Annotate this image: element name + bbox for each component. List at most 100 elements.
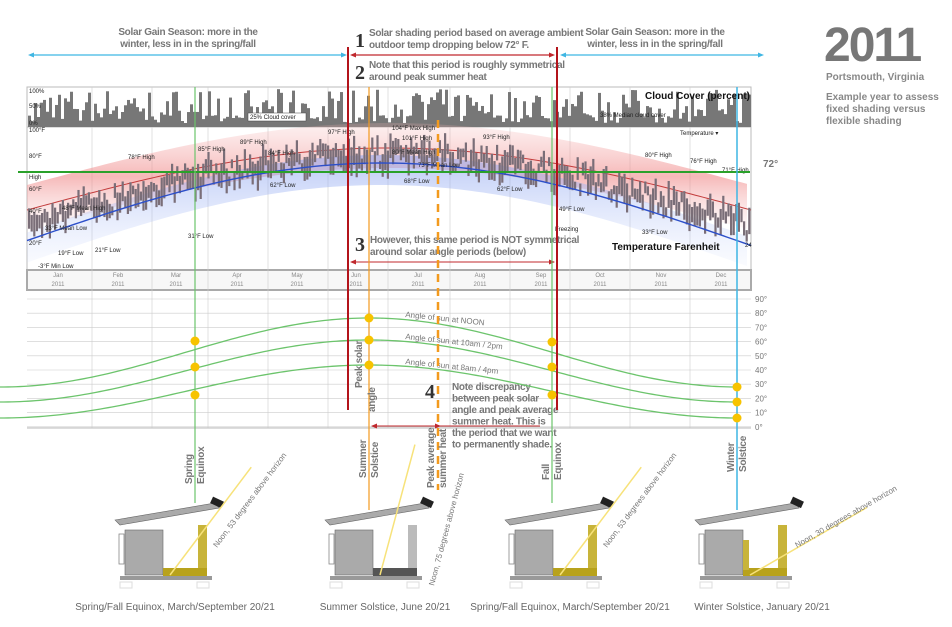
temp-bar [355, 153, 358, 178]
cloud-bar [511, 121, 514, 127]
month-year: 2011 [52, 282, 66, 288]
temp-bar [98, 190, 101, 218]
cloud-bar [82, 110, 85, 127]
temp-bar [657, 202, 660, 214]
temp-bar [597, 173, 600, 187]
cloud-bar [475, 102, 478, 127]
temp-bar [28, 208, 31, 229]
cloud-bar [379, 115, 382, 127]
cloud-bar [535, 95, 538, 127]
temp-bar [126, 190, 129, 214]
temp-bar [678, 201, 681, 216]
cloud-bar [88, 92, 91, 127]
description-text: Example year to assess fixed shading ver… [826, 92, 939, 127]
cloud-bar [40, 102, 43, 127]
section-drawing: Noon, 53 degrees above horizonSpring/Fal… [75, 451, 288, 613]
temp-bar [654, 178, 657, 201]
temp-bar [688, 204, 691, 232]
sun-curve-label: Angle of sun at 8am / 4pm [405, 357, 499, 376]
cloud-bar [517, 122, 520, 127]
cloud-bar [394, 104, 397, 127]
temp-bar [67, 202, 70, 219]
temp-bar [631, 177, 634, 197]
temp-bar [628, 195, 631, 205]
cloud-bar [406, 116, 409, 127]
cloud-bar [358, 117, 361, 127]
cloud-bar [76, 109, 79, 127]
cloud-bar [172, 92, 175, 127]
cloud-bar [328, 91, 331, 127]
temp-bar [410, 137, 413, 155]
cloud-bar [436, 92, 439, 127]
temp-bar [545, 169, 548, 183]
temp-bar [412, 146, 415, 169]
temp-bar [626, 183, 629, 213]
cloud-bar [202, 119, 205, 127]
temp-bar [316, 145, 319, 156]
temp-bar [173, 176, 176, 203]
temp-bar [113, 183, 116, 198]
cloud-bar [622, 94, 625, 127]
cloud-bar [679, 118, 682, 127]
cloud-bar [583, 113, 586, 127]
cloud-bar [292, 90, 295, 127]
solar-gain-right-line2: winter, less in in the spring/fall [586, 39, 723, 50]
cloud-bar [319, 121, 322, 127]
note-2-line2: around peak summer heat [369, 72, 488, 83]
temp-bar [623, 173, 626, 203]
sun-ray [559, 466, 642, 576]
temp-bar [568, 170, 571, 190]
temp-bar [197, 163, 200, 191]
temp-bar [87, 192, 90, 205]
temp-bar [527, 161, 530, 189]
cloud-bar [520, 118, 523, 127]
temp-bar [150, 181, 153, 203]
cloud-bar [73, 108, 76, 127]
cloud-bar [709, 92, 712, 127]
temp-bar [314, 154, 317, 163]
temp-bar [613, 185, 616, 195]
cloud-bar [586, 114, 589, 127]
cloud-bar [616, 122, 619, 127]
peak-heat-label-1: Peak average [426, 427, 437, 488]
sun-ray-label: Noon, 53 degrees above horizon [211, 451, 288, 549]
cloud-bar [484, 113, 487, 127]
cloud-bar [241, 117, 244, 127]
temp-bar [652, 188, 655, 215]
temp-bar [602, 168, 605, 192]
temp-bar [48, 217, 51, 239]
temp-bar [610, 189, 613, 203]
degree-tick: 70° [755, 323, 767, 332]
winter-solstice-label-1: Winter [726, 442, 737, 472]
cloud-bar [529, 117, 532, 127]
cloud-bar [724, 114, 727, 127]
temp-bar [433, 148, 436, 164]
temp-bar [74, 202, 77, 219]
cloud-bar [523, 101, 526, 127]
temp-bar [228, 176, 231, 187]
temperature-annotation: 73°F Mean Low [418, 163, 461, 169]
section-caption: Summer Solstice, June 20/21 [320, 602, 451, 613]
cloud-bar [610, 120, 613, 127]
spring-equinox-label-2: Equinox [196, 446, 207, 484]
fall-equinox-label-1: Fall [541, 463, 552, 480]
cloud-bar [658, 108, 661, 127]
cloud-bar [370, 106, 373, 127]
cloud-bar [178, 110, 181, 127]
temp-bar [563, 165, 566, 185]
temp-bar [384, 143, 387, 171]
temp-bar [641, 194, 644, 211]
temp-bar [259, 156, 262, 181]
angle-marker-dot [547, 390, 557, 400]
cloud-bar [100, 117, 103, 127]
temp-bar [667, 180, 670, 208]
temp-bar [189, 169, 192, 190]
note-1-line1: Solar shading period based on average am… [369, 28, 584, 39]
temperature-annotation: 33°F Low [642, 230, 668, 236]
louver-icon [420, 496, 434, 509]
cloud-bar [376, 89, 379, 127]
temperature-annotation: 93°F High [483, 135, 510, 141]
temp-bar [95, 197, 98, 223]
